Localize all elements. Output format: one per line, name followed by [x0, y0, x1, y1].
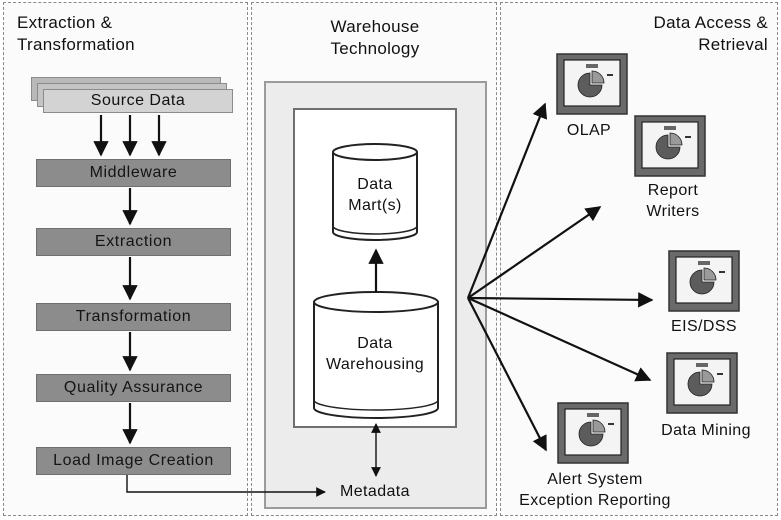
eis-dss-label: EIS/DSS	[671, 318, 737, 335]
report-writers-label: Report Writers	[646, 182, 700, 220]
step-load-image-creation: Load Image Creation	[36, 447, 231, 475]
data-warehousing-label: Data Warehousing	[325, 335, 425, 373]
step-extraction: Extraction	[36, 228, 231, 256]
metadata-label: Metadata	[340, 483, 410, 500]
step-transformation: Transformation	[36, 303, 231, 331]
warehouse-inner-frame	[293, 108, 457, 428]
olap-label: OLAP	[566, 122, 612, 139]
pie-chart-monitor-icon	[557, 402, 629, 464]
olap-monitor-icon	[556, 53, 628, 115]
pie-chart-monitor-icon	[668, 250, 740, 312]
alert-system-label: Alert System Exception Reporting	[519, 471, 671, 509]
extraction-transformation-title: Extraction & Transformation	[17, 13, 135, 54]
eis-dss-monitor-icon	[668, 250, 740, 312]
source-data-box: Source Data	[43, 89, 233, 113]
pie-chart-monitor-icon	[634, 115, 706, 177]
data-mart-label: Data Mart(s)	[348, 176, 402, 214]
alert-system-monitor-icon	[557, 402, 629, 464]
pie-chart-monitor-icon	[666, 352, 738, 414]
warehouse-technology-title: Warehouse Technology	[330, 17, 420, 58]
source-data-label: Source Data	[90, 92, 186, 109]
data-access-retrieval-title: Data Access & Retrieval	[653, 13, 768, 54]
data-mining-label: Data Mining	[661, 422, 751, 439]
pie-chart-monitor-icon	[556, 53, 628, 115]
report-writers-monitor-icon	[634, 115, 706, 177]
data-mining-monitor-icon	[666, 352, 738, 414]
step-quality-assurance: Quality Assurance	[36, 374, 231, 402]
step-middleware: Middleware	[36, 159, 231, 187]
